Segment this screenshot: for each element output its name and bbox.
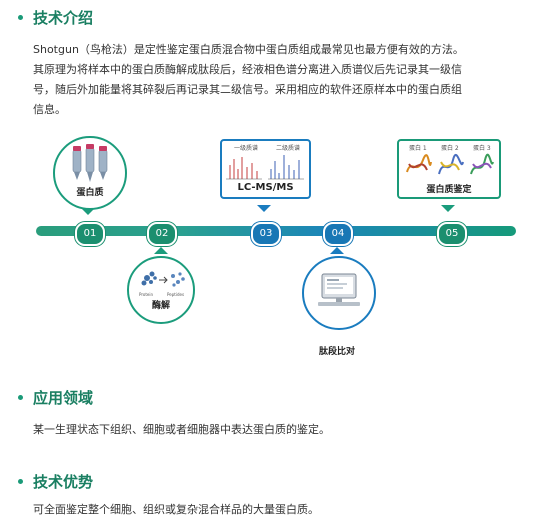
lcms-arrow [257, 205, 271, 212]
node-05: 05 [437, 222, 467, 246]
alignment-label: 肽段比对 [318, 347, 355, 357]
application-title: 应用领域 [33, 389, 94, 407]
advantage-text: 可全面鉴定整个细胞、组织或复杂混合样品的大量蛋白质。 [33, 503, 319, 516]
intro-line-2: 其原理为将样本中的蛋白质酶解成肽段后，经液相色谱分离进入质谱仪后先记录其一级信 [33, 63, 462, 76]
computer-icon [318, 273, 360, 306]
node-04: 04 [323, 222, 353, 246]
protein-id-box: 蛋白 1 蛋白 2 蛋白 3 蛋白质鉴定 [397, 139, 501, 199]
node-02: 02 [147, 222, 177, 246]
lcms-box: 一级质谱 二级质谱 LC-MS/MS [220, 139, 311, 199]
advantage-section-title: 技术优势 [18, 471, 93, 492]
intro-paragraph: Shotgun（鸟枪法）是定性鉴定蛋白质混合物中蛋白质组成最常见也最方便有效的方… [33, 40, 523, 120]
intro-line-1: Shotgun（鸟枪法）是定性鉴定蛋白质混合物中蛋白质组成最常见也最方便有效的方… [33, 43, 464, 56]
application-section-title: 应用领域 [18, 387, 93, 408]
mass-spectrum-icon [226, 155, 304, 180]
digestion-circle: Protein Peptides 酶解 [127, 256, 195, 324]
alignment-circle [302, 256, 376, 330]
digestion-sub-protein: Protein [139, 292, 154, 297]
intro-line-3: 号，随后外加能量将其碎裂后再记录其二级信号。采用相应的软件还原样本中的蛋白质组 [33, 83, 462, 96]
protein-tubes-icon [72, 144, 108, 182]
node-03: 03 [251, 222, 281, 246]
protein-arrow [81, 208, 95, 215]
intro-title: 技术介绍 [33, 9, 94, 27]
title-bullet [18, 479, 23, 484]
digestion-arrow [154, 247, 168, 254]
advantage-title: 技术优势 [33, 473, 94, 491]
intro-line-4: 信息。 [33, 103, 66, 116]
alignment-arrow [330, 247, 344, 254]
node-01: 01 [75, 222, 105, 246]
intro-section-title: 技术介绍 [18, 7, 93, 28]
title-bullet [18, 15, 23, 20]
digestion-sub-peptides: Peptides [167, 292, 185, 297]
protein-structures-icon [406, 153, 494, 175]
ms1-label: 一级质谱 [234, 145, 259, 152]
lcms-label: LC-MS/MS [237, 182, 294, 193]
digestion-icon [141, 271, 185, 287]
protein-id-label: 蛋白质鉴定 [426, 185, 472, 195]
protein-circle: 蛋白质 [53, 136, 127, 210]
application-text: 某一生理状态下组织、细胞或者细胞器中表达蛋白质的鉴定。 [33, 423, 330, 436]
title-bullet [18, 395, 23, 400]
protein-3-label: 蛋白 3 [473, 145, 491, 152]
protein-1-label: 蛋白 1 [409, 145, 427, 152]
protein-2-label: 蛋白 2 [441, 145, 459, 152]
digestion-label: 酶解 [151, 301, 170, 311]
ms2-label: 二级质谱 [276, 145, 301, 152]
protein-id-arrow [441, 205, 455, 212]
protein-label: 蛋白质 [76, 188, 104, 198]
